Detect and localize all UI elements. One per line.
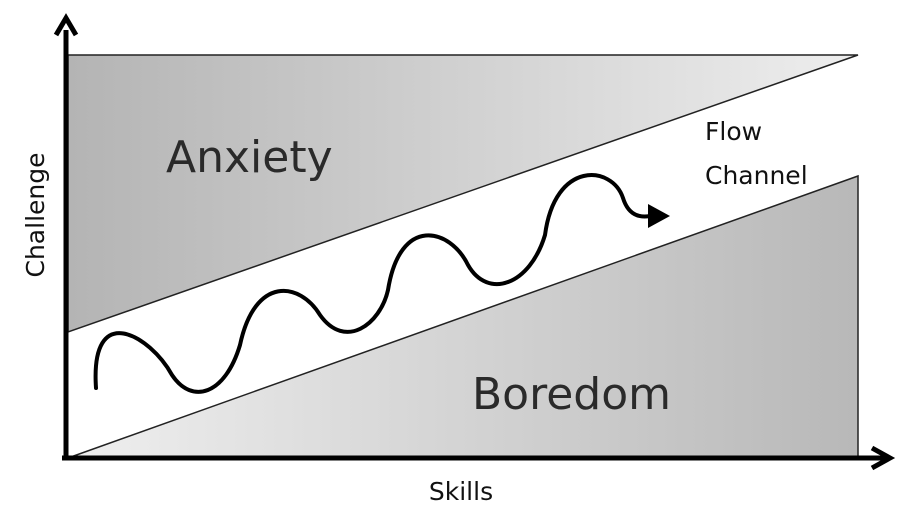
anxiety-label: Anxiety <box>166 132 333 183</box>
y-axis-arrow <box>53 13 79 37</box>
flow-path <box>93 173 652 394</box>
boredom-label: Boredom <box>472 369 671 420</box>
y-axis-label: Challenge <box>21 153 50 278</box>
flow-channel-label-line1: Flow <box>705 117 762 146</box>
x-axis-arrow <box>870 445 896 471</box>
flow-channel-label-line2: Channel <box>705 161 808 190</box>
flow-arrowhead <box>648 204 670 228</box>
x-axis-label: Skills <box>429 477 493 506</box>
